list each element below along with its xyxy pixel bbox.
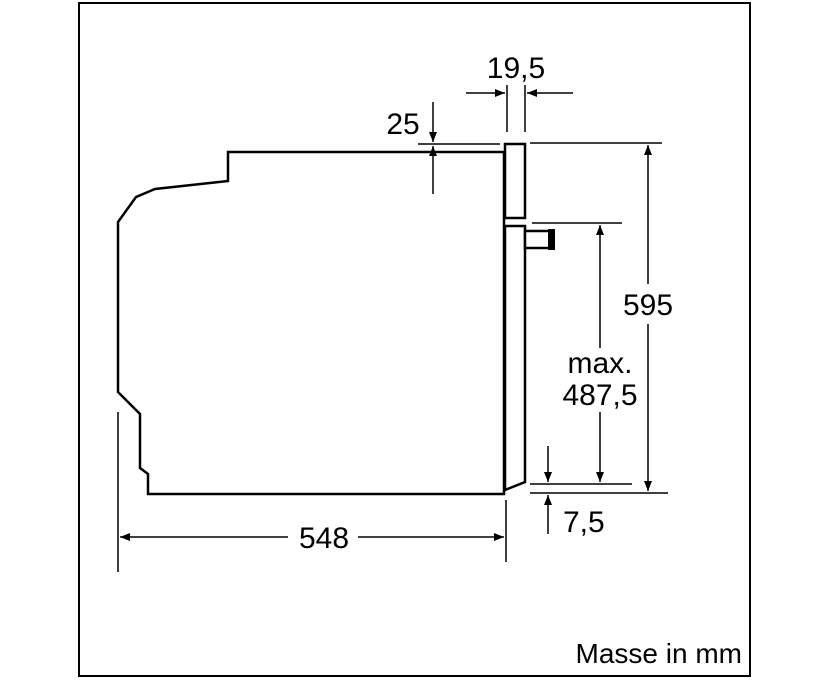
front-panel — [503, 142, 527, 220]
max-value-label: 487,5 — [562, 379, 637, 412]
door-handle-cap — [548, 229, 555, 250]
extension-lines — [117, 85, 668, 572]
door-handle — [523, 229, 552, 250]
front-thickness-label: 19,5 — [487, 52, 545, 85]
depth-label: 548 — [299, 522, 349, 555]
door — [503, 224, 527, 492]
oven-body-outline — [116, 150, 506, 496]
drawing-frame — [78, 2, 751, 677]
bottom-gap-label: 7,5 — [563, 506, 605, 539]
height-label: 595 — [623, 289, 673, 322]
units-caption: Masse in mm — [575, 638, 742, 669]
max-prefix-label: max. — [567, 347, 632, 380]
top-gap-label: 25 — [386, 108, 419, 141]
